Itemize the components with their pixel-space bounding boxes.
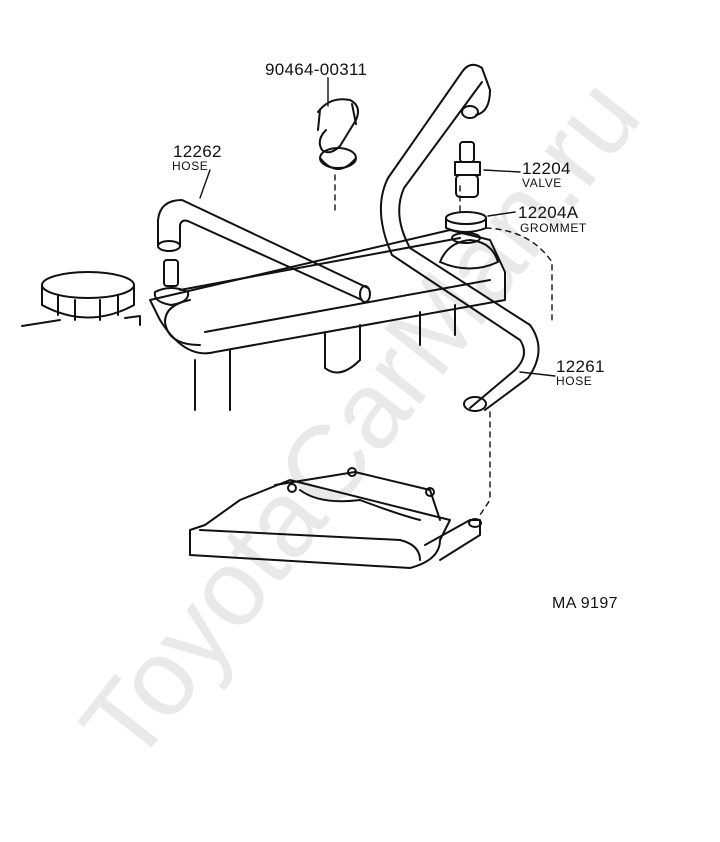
clamp-drawing bbox=[317, 98, 359, 170]
valve-name: VALVE bbox=[522, 176, 562, 190]
oil-filler-cap bbox=[21, 271, 141, 327]
hose-12261-name: HOSE bbox=[556, 374, 593, 388]
hose-12261-drawing bbox=[379, 63, 540, 412]
figure-id: MA 9197 bbox=[552, 595, 618, 612]
pcv-fitting-nipple bbox=[153, 259, 190, 306]
hose-12262-part-number: 12262 bbox=[173, 142, 222, 161]
rocker-cover-drawing bbox=[21, 229, 506, 411]
grommet-part-number: 12204A bbox=[518, 203, 579, 222]
hose-12262-drawing bbox=[157, 199, 371, 303]
hose-12262-name: HOSE bbox=[172, 159, 209, 173]
intake-manifold-drawing bbox=[189, 467, 482, 569]
pcv-valve-drawing bbox=[454, 141, 481, 198]
grommet-name: GROMMET bbox=[520, 221, 587, 235]
clamp-part-number: 90464-00311 bbox=[265, 60, 368, 79]
dashed-alignment-lines bbox=[334, 174, 553, 516]
hose-12261-part-number: 12261 bbox=[556, 357, 605, 376]
leader-lines bbox=[199, 77, 556, 377]
valve-part-number: 12204 bbox=[522, 159, 571, 178]
grommet-drawing bbox=[445, 211, 487, 244]
